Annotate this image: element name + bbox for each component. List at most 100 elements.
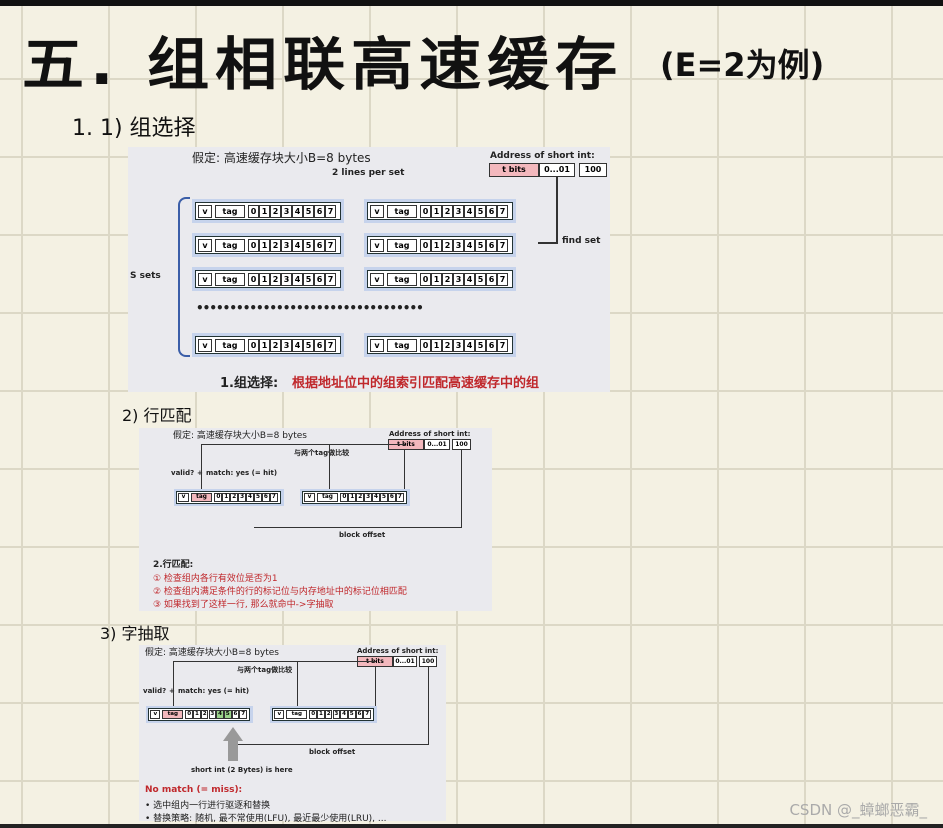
- byte-cell: 5: [475, 238, 486, 252]
- s-sets-label: S sets: [130, 271, 161, 281]
- caption-step-2: ② 检查组内满足条件的行的标记位与内存地址中的标记位相匹配: [153, 587, 407, 597]
- find-set-wire-vertical: [556, 177, 558, 243]
- byte-cell: 0: [420, 238, 431, 252]
- byte-cell: 4: [292, 238, 303, 252]
- compare-tags-label: 与两个tag做比较: [294, 449, 350, 457]
- byte-cell: 2: [270, 238, 281, 252]
- short-int-arrow-shaft: [228, 741, 238, 761]
- byte-cell: 1: [431, 238, 442, 252]
- byte-cell: 0: [420, 204, 431, 218]
- byte-cell: 2: [442, 272, 453, 286]
- byte-cell: 6: [314, 238, 325, 252]
- byte-cell: 4: [292, 204, 303, 218]
- tag-wire: [375, 667, 376, 715]
- byte-cell: 3: [364, 493, 373, 503]
- section-heading-line-match: 2) 行匹配: [122, 406, 192, 425]
- tag-cell: tag: [387, 338, 417, 352]
- valid-label: valid?: [171, 469, 195, 477]
- byte-cell: 2: [324, 710, 333, 720]
- tag-cell: tag: [286, 710, 308, 720]
- tag-wire-mid: [329, 444, 330, 490]
- match-label: match: yes (= hit): [178, 687, 250, 695]
- block-offset-field: 100: [579, 163, 607, 177]
- byte-cell: 1: [259, 272, 270, 286]
- byte-cell: 0: [248, 338, 259, 352]
- byte-cell: 4: [464, 338, 475, 352]
- byte-cell: 7: [363, 710, 371, 720]
- byte-cell: 5: [303, 238, 314, 252]
- sets-brace: [178, 197, 190, 357]
- byte-cell: 5: [380, 493, 388, 503]
- byte-cell: 6: [387, 493, 396, 503]
- tag-cell: tag: [215, 238, 245, 252]
- byte-cell: 2: [356, 493, 365, 503]
- byte-cell: 2: [270, 204, 281, 218]
- byte-cell: 7: [497, 238, 508, 252]
- byte-cell: 4: [292, 272, 303, 286]
- caption-step-3: ③ 如果找到了这样一行, 那么就命中->字抽取: [153, 600, 334, 610]
- valid-bit-cell: v: [370, 238, 384, 252]
- byte-cell: 6: [355, 710, 364, 720]
- tag-cell: tag: [387, 238, 417, 252]
- byte-cell: 3: [453, 272, 464, 286]
- tag-cell: tag: [316, 493, 339, 503]
- byte-cell: 5: [475, 272, 486, 286]
- assumption-text: 假定: 高速缓存块大小B=8 bytes: [192, 151, 371, 165]
- tag-cell: tag: [215, 272, 245, 286]
- valid-bit-cell: v: [198, 204, 212, 218]
- short-int-arrow-head: [223, 727, 243, 741]
- top-frame-bar: [0, 0, 943, 6]
- byte-cell: 1: [348, 493, 357, 503]
- tag-cell: tag: [190, 493, 213, 503]
- byte-cell: 6: [486, 272, 497, 286]
- byte-cell: 6: [314, 338, 325, 352]
- byte-cell: 3: [281, 238, 292, 252]
- byte-cell: 0: [420, 272, 431, 286]
- page-title: 五. 组相联高速缓存: [22, 30, 624, 98]
- plus-sign: +: [169, 687, 175, 695]
- byte-cell: 3: [281, 338, 292, 352]
- tag-cell: tag: [215, 204, 245, 218]
- byte-cell: 7: [325, 338, 336, 352]
- block-offset-field: 100: [452, 439, 471, 450]
- byte-cell: 4: [340, 710, 348, 720]
- byte-cell: 1: [317, 710, 325, 720]
- plus-sign: +: [197, 469, 203, 477]
- valid-bit-cell: v: [370, 272, 384, 286]
- caption-title: 2.行匹配:: [153, 560, 194, 570]
- address-label: Address of short int:: [389, 430, 471, 438]
- csdn-watermark: CSDN @_蟑螂恶霸_: [789, 801, 927, 819]
- block-offset-label: block offset: [309, 748, 356, 756]
- tag-cell: tag: [387, 204, 417, 218]
- valid-bit-cell: v: [198, 338, 212, 352]
- byte-cell: 7: [325, 238, 336, 252]
- no-match-heading: No match (= miss):: [145, 785, 243, 795]
- byte-cell: 5: [254, 493, 262, 503]
- miss-bullet-2: • 替换策略: 随机, 最不常使用(LFU), 最近最少使用(LRU), ...: [145, 814, 387, 824]
- byte-cell: 6: [486, 204, 497, 218]
- byte-cell: 5: [303, 338, 314, 352]
- byte-cell: 1: [193, 710, 201, 720]
- tag-wire-top: [201, 444, 405, 445]
- byte-cell: 4: [464, 238, 475, 252]
- tag-wire-mid: [297, 661, 298, 707]
- miss-bullet-1: • 选中组内一行进行驱逐和替换: [145, 801, 271, 811]
- short-int-label: short int (2 Bytes) is here: [191, 766, 293, 774]
- valid-bit-cell: v: [370, 338, 384, 352]
- byte-cell: 7: [497, 338, 508, 352]
- byte-cell: 7: [497, 204, 508, 218]
- byte-cell: 5: [303, 272, 314, 286]
- assumption-text: 假定: 高速缓存块大小B=8 bytes: [173, 431, 307, 441]
- block-offset-label: block offset: [339, 531, 386, 539]
- byte-cell: 3: [208, 710, 217, 720]
- byte-cell: 5: [223, 710, 232, 720]
- byte-cell: 2: [230, 493, 239, 503]
- byte-cell: 3: [453, 204, 464, 218]
- t-bits-field: t bits: [489, 163, 539, 177]
- byte-cell: 2: [442, 338, 453, 352]
- section-heading-set-selection: 1. 1) 组选择: [72, 116, 196, 141]
- byte-cell: 4: [216, 710, 224, 720]
- byte-cell: 4: [372, 493, 381, 503]
- byte-cell: 4: [464, 204, 475, 218]
- compare-tags-label: 与两个tag做比较: [237, 666, 293, 674]
